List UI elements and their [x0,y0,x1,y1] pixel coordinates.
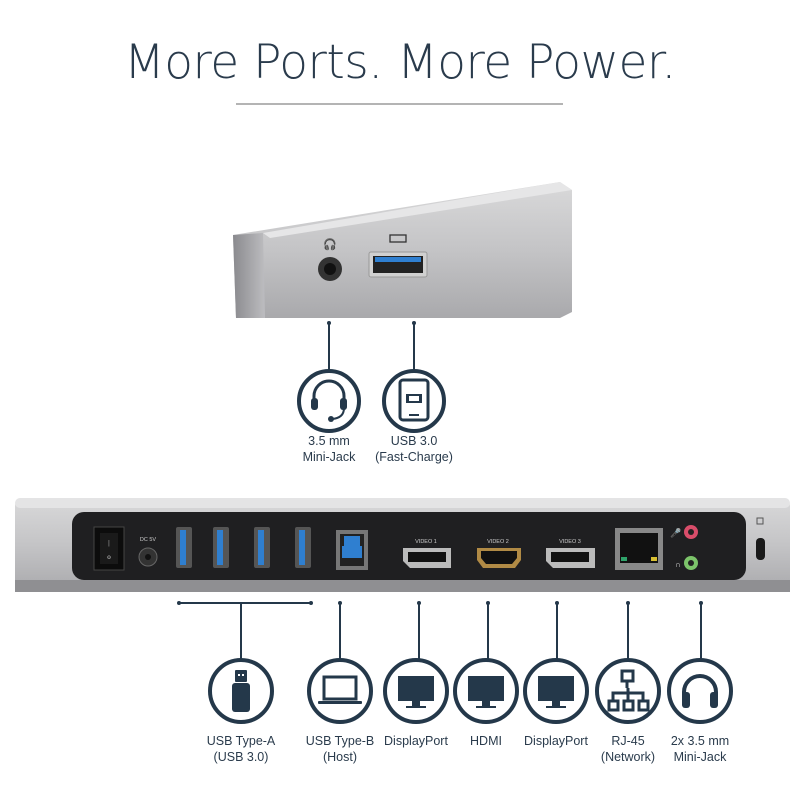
front-label-jack-1: 3.5 mm [308,434,350,448]
rear-label-jack-2: Mini-Jack [674,750,728,764]
lock-icon [756,517,764,525]
charge-symbol-icon [389,234,407,243]
headset-icon [297,369,361,433]
network-icon [595,658,661,724]
front-label-jack-2: Mini-Jack [303,450,357,464]
svg-text:o: o [107,553,111,561]
tablet-charging-icon [382,369,446,433]
laptop-icon [307,658,373,724]
video-1-label: VIDEO 1 [415,539,437,545]
usb-a-ports [176,527,311,568]
rear-label-dp3: DisplayPort [524,734,588,748]
rear-label-usb-a-1: USB Type-A [207,734,276,748]
monitor-icon [453,658,519,724]
rear-label-jack-1: 2x 3.5 mm [671,734,729,748]
monitor-icon [383,658,449,724]
displayport-1 [403,548,451,568]
front-port-callouts: 3.5 mm Mini-Jack USB 3.0 (Fast-Charge) [297,321,453,464]
page-title: More Ports. More Power. [124,35,676,90]
video-3-label: VIDEO 3 [559,539,581,545]
rear-label-usb-b-1: USB Type-B [306,734,375,748]
svg-text:|: | [108,539,109,547]
security-lock-slot [756,538,765,560]
rear-label-rj45-2: (Network) [601,750,655,764]
headphone-small-icon: ∩ [675,560,681,569]
rear-label-rj45-1: RJ-45 [611,734,644,748]
dc-label: DC 5V [140,537,157,543]
rj45-port [615,528,663,570]
front-label-usb-1: USB 3.0 [391,434,438,448]
rear-label-usb-a-2: (USB 3.0) [214,750,269,764]
mic-icon: 🎤 [670,527,681,538]
rear-port-callouts: USB Type-A (USB 3.0) USB Type-B (Host) D… [177,601,733,764]
video-2-label: VIDEO 2 [487,539,509,545]
dock-rear-view: | o DC 5V VIDEO 1 VIDEO 2 VIDEO 3 🎤 ∩ [15,498,790,592]
headphone-glyph-icon: 🎧 [323,238,337,251]
front-label-usb-2: (Fast-Charge) [375,450,453,464]
headphones-icon [667,658,733,724]
usb-b-port [336,530,368,570]
dock-front-view: 🎧 [233,182,572,318]
hdmi-port [477,548,521,568]
usb-stick-icon [208,658,274,724]
displayport-3 [546,548,595,568]
rear-label-dp1: DisplayPort [384,734,448,748]
monitor-icon [523,658,589,724]
rear-label-usb-b-2: (Host) [323,750,357,764]
rear-label-hdmi: HDMI [470,734,502,748]
